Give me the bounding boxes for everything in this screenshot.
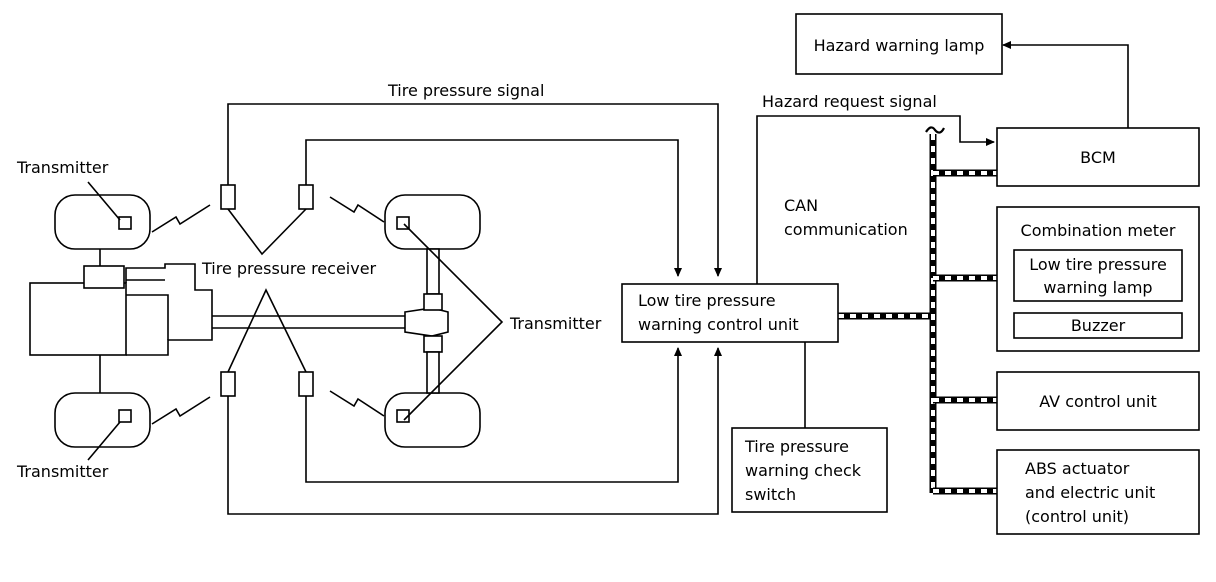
av-control-unit-box: AV control unit [996, 371, 1200, 431]
low-tire-pressure-warning-lamp-line1: Low tire pressure [1029, 255, 1167, 274]
tire-pressure-signal-label: Tire pressure signal [387, 81, 544, 100]
abs-actuator-line1: ABS actuator [1025, 459, 1130, 478]
hazard-warning-lamp-label: Hazard warning lamp [814, 36, 985, 55]
tire-pressure-receiver-label: Tire pressure receiver [201, 259, 377, 278]
transmitter-label-right: Transmitter [509, 314, 602, 333]
transmitter-label-bottom-left: Transmitter [16, 462, 109, 481]
radio-signal-icon [329, 196, 385, 223]
hazard-request-signal-label: Hazard request signal [762, 92, 937, 111]
check-switch-line3: switch [745, 485, 796, 504]
tire-rear-left-bottom [54, 392, 151, 448]
abs-actuator-line2: and electric unit [1025, 483, 1155, 502]
engine-block [29, 282, 127, 356]
receiver-front-right [298, 184, 314, 210]
low-tire-pressure-warning-lamp-line2: warning lamp [1043, 278, 1152, 297]
receiver-rear-right [298, 371, 314, 397]
combination-meter-box: Combination meter Low tire pressure warn… [996, 206, 1200, 352]
abs-actuator-line3: (control unit) [1025, 507, 1129, 526]
tire-pressure-warning-check-switch-box: Tire pressure warning check switch [731, 427, 888, 513]
check-switch-line1: Tire pressure [744, 437, 849, 456]
transmitter-label-top-left: Transmitter [16, 158, 109, 177]
vehicle-chassis [29, 194, 481, 448]
can-bus [838, 126, 997, 495]
buzzer-label: Buzzer [1071, 316, 1126, 335]
av-control-unit-label: AV control unit [1039, 392, 1157, 411]
bcm-label: BCM [1080, 148, 1116, 167]
receiver-rear-left [220, 371, 236, 397]
can-communication-line2: communication [784, 220, 908, 239]
radio-signal-icon [151, 204, 211, 233]
abs-actuator-box: ABS actuator and electric unit (control … [996, 449, 1200, 535]
transmitter-icon-front-left [118, 216, 132, 230]
combination-meter-label: Combination meter [1021, 221, 1176, 240]
transmitter-icon-rear-left [118, 409, 132, 423]
hazard-warning-lamp-box: Hazard warning lamp [795, 13, 1003, 75]
tire-front-left [54, 194, 151, 250]
check-switch-line2: warning check [745, 461, 862, 480]
control-unit-line2: warning control unit [638, 315, 799, 334]
control-unit-line1: Low tire pressure [638, 291, 776, 310]
bcm-box: BCM [996, 127, 1200, 187]
radio-signal-icon [151, 396, 211, 425]
low-tire-pressure-control-unit-box: Low tire pressure warning control unit [621, 283, 839, 343]
rear-differential [404, 307, 449, 337]
radio-signal-icon [329, 390, 385, 417]
receiver-front-left [220, 184, 236, 210]
can-communication-line1: CAN [784, 196, 818, 215]
